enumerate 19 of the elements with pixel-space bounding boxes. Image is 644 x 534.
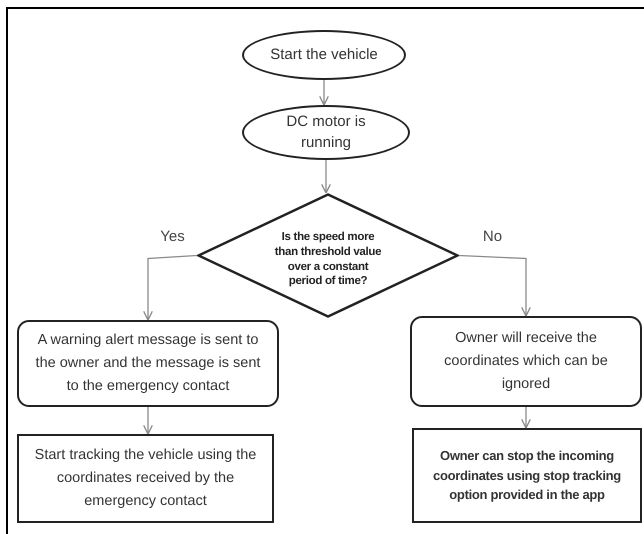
node-text: Owner will receive the coordinates which can be ignored	[443, 328, 609, 394]
process-box	[410, 316, 642, 407]
node-text: Start tracking the vehicle using the coordinates received by the emergency contact	[34, 446, 258, 512]
arrow	[320, 160, 332, 194]
node-text: A warning alert message is sent to the owner and the message is sent to the emergency contact	[34, 330, 262, 396]
process-box	[412, 428, 642, 523]
node-text: Start the vehicle	[270, 44, 378, 65]
arrow	[318, 80, 330, 106]
arrow	[520, 407, 532, 429]
start-ellipse	[242, 105, 410, 160]
arrow	[142, 254, 198, 321]
node-text: DC motor is running	[285, 112, 367, 152]
node-text: Owner can stop the incoming coordinates using stop tracking option provided in the app	[432, 447, 622, 504]
process-box	[17, 320, 279, 407]
node-text: Is the speed more than threshold value over a constant period of time?	[274, 230, 382, 290]
process-box	[17, 434, 274, 523]
arrow	[458, 254, 532, 317]
arrow	[142, 407, 154, 435]
start-ellipse	[242, 30, 406, 80]
